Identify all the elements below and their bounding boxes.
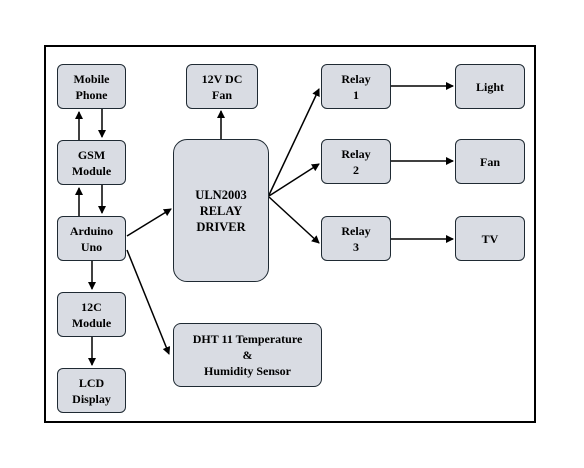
- light-block: Light: [455, 64, 525, 109]
- relay-1-block: Relay 1: [321, 64, 391, 109]
- mobile-phone-block: Mobile Phone: [57, 64, 126, 109]
- arrow-driver-to-relay1: [268, 88, 320, 196]
- arrow-driver-to-relay2: [268, 163, 320, 197]
- relay-driver-block: ULN2003 RELAY DRIVER: [173, 139, 269, 282]
- fan-12v-dc-block: 12V DC Fan: [186, 64, 258, 109]
- diagram-frame: [44, 45, 536, 423]
- arrow-arduino-to-driver: [126, 208, 172, 237]
- relay-3-block: Relay 3: [321, 216, 391, 261]
- tv-block: TV: [455, 216, 525, 261]
- gsm-module-block: GSM Module: [57, 140, 126, 185]
- lcd-display-block: LCD Display: [57, 368, 126, 413]
- dht11-sensor-block: DHT 11 Temperature & Humidity Sensor: [173, 323, 322, 387]
- arrow-driver-to-relay3: [268, 196, 320, 244]
- i2c-module-block: 12C Module: [57, 292, 126, 337]
- relay-2-block: Relay 2: [321, 139, 391, 184]
- arduino-uno-block: Arduino Uno: [57, 216, 126, 261]
- fan-block: Fan: [455, 139, 525, 184]
- arrow-arduino-to-dht: [126, 249, 171, 355]
